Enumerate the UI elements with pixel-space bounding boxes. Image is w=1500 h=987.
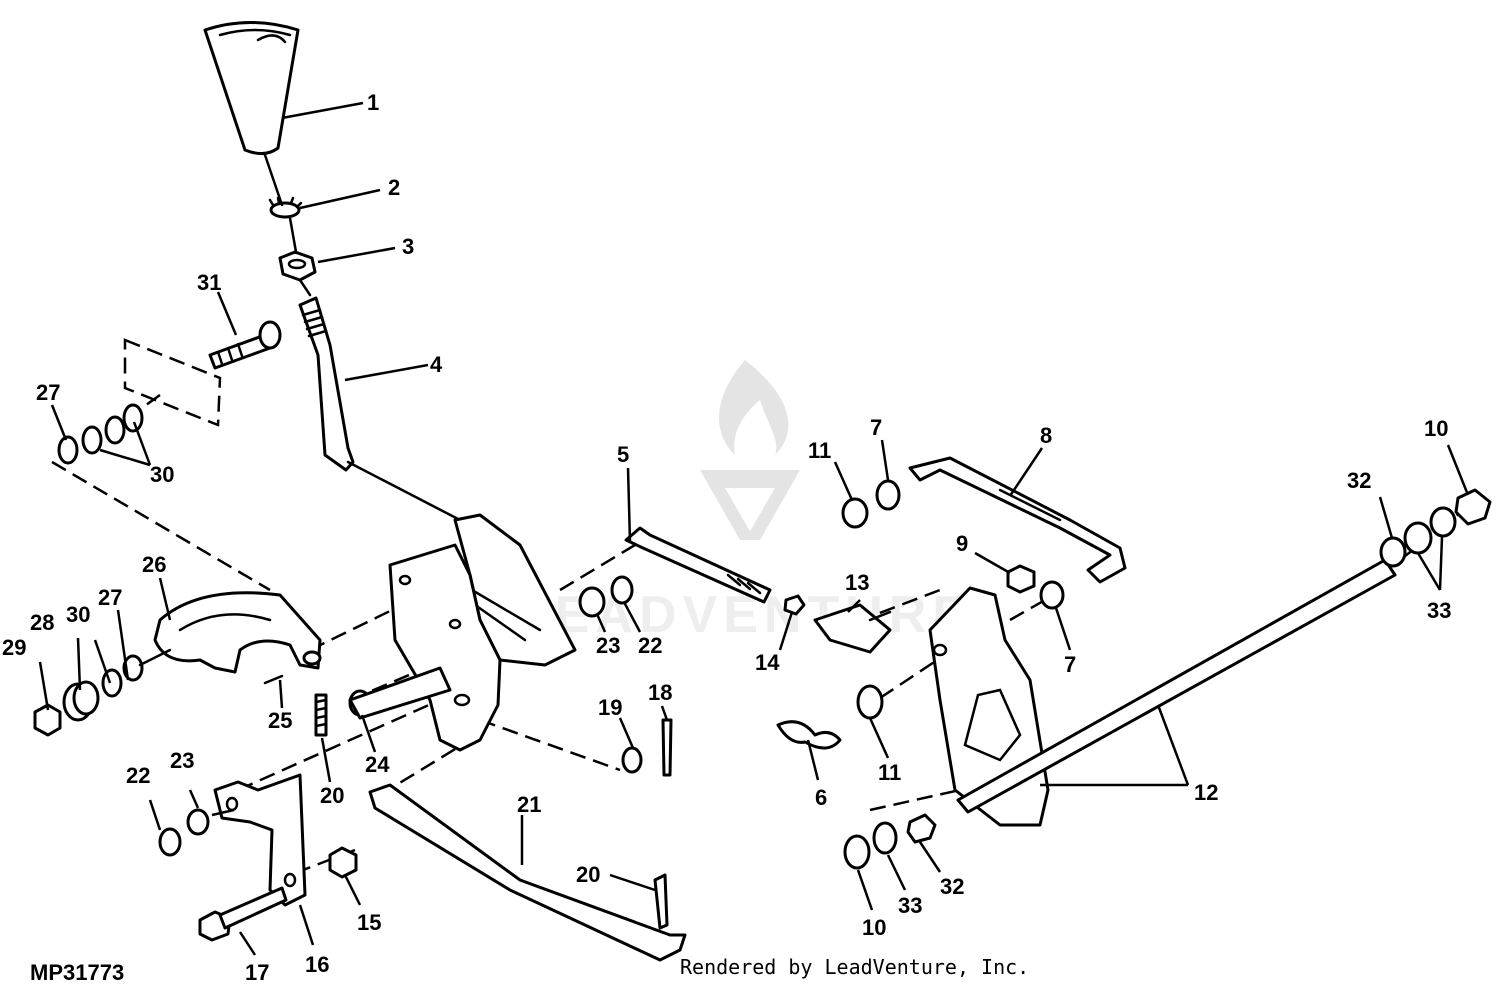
callout-6: 6: [815, 785, 827, 810]
part-8-rod: [908, 456, 1127, 584]
callout-21: 21: [517, 792, 541, 817]
callout-22b: 22: [126, 763, 150, 788]
part-22-ring-lower: [158, 827, 182, 857]
part-31-bolt: [208, 320, 282, 370]
part-5-rod: [624, 526, 806, 616]
callout-16: 16: [305, 952, 329, 977]
callout-3: 3: [402, 234, 414, 259]
part-23-22-upper: [578, 575, 634, 618]
callout-7b: 7: [1064, 652, 1076, 677]
callout-1: 1: [367, 90, 379, 115]
callout-24: 24: [365, 752, 390, 777]
part-3-nut: [278, 250, 317, 282]
callout-23b: 23: [170, 748, 194, 773]
callout-27a: 27: [36, 380, 60, 405]
lower-right-stack: [843, 684, 937, 870]
callout-27b: 27: [98, 585, 122, 610]
part-1-knob: [203, 21, 300, 155]
part-23-bushing-lower: [186, 808, 210, 836]
callout-17: 17: [245, 960, 269, 985]
part-20-spring: [314, 693, 328, 737]
part-2-lock-washer: [268, 196, 303, 219]
part-9-nut: [1006, 564, 1036, 594]
callout-20a: 20: [320, 783, 344, 808]
upper-washers: [57, 403, 144, 465]
part-25-pin: [263, 674, 284, 685]
callout-10a: 10: [1424, 416, 1448, 441]
part-21-rod: [368, 783, 687, 962]
callout-18: 18: [648, 680, 672, 705]
callout-15: 15: [357, 910, 381, 935]
part-13-clevis: [813, 603, 892, 654]
callout-2: 2: [388, 175, 400, 200]
callout-31: 31: [197, 270, 221, 295]
part-17-bolt: [198, 886, 288, 942]
callout-13: 13: [845, 570, 869, 595]
part-4-shift-lever: [298, 296, 462, 522]
leader-lines: [38, 101, 1470, 956]
part-7-bushing-lower: [1039, 580, 1065, 610]
callout-26: 26: [142, 552, 166, 577]
callout-23a: 23: [596, 633, 620, 658]
part-15-nut: [328, 846, 358, 879]
callout-30b: 30: [150, 462, 174, 487]
callout-11a: 11: [808, 438, 831, 463]
callout-12: 12: [1194, 780, 1218, 805]
callout-29: 29: [2, 635, 26, 660]
callout-32a: 32: [1347, 468, 1371, 493]
part-16-bracket: [213, 773, 307, 907]
right-stack: [1379, 488, 1492, 568]
part-6-clip: [776, 720, 842, 750]
part-11-washer-upper: [841, 497, 869, 529]
callout-4: 4: [430, 352, 443, 377]
part-26-quadrant: [153, 591, 322, 674]
callout-7a: 7: [870, 415, 882, 440]
callout-5: 5: [617, 442, 629, 467]
callout-20b: 20: [576, 862, 600, 887]
callout-30a: 30: [66, 602, 90, 627]
callout-10b: 10: [862, 915, 886, 940]
callout-22a: 22: [638, 633, 662, 658]
part-12-plate-shaft: [928, 558, 1397, 827]
callout-33a: 33: [1427, 598, 1451, 623]
diagram-code: MP31773: [30, 960, 124, 985]
callout-19: 19: [598, 695, 622, 720]
callout-32b: 32: [940, 874, 964, 899]
callout-25: 25: [268, 708, 292, 733]
part-24-bushing: [348, 666, 452, 720]
callout-9: 9: [956, 531, 968, 556]
render-credit: Rendered by LeadVenture, Inc.: [680, 955, 1029, 979]
callouts: 1 2 3 4 5 6 7 7 8 9 10 10 11 11 12 13 14…: [2, 90, 1451, 985]
callout-33b: 33: [898, 893, 922, 918]
part-18-pin: [661, 718, 673, 777]
main-bracket: [388, 513, 577, 752]
lower-stack: [33, 648, 172, 737]
callout-14: 14: [755, 650, 780, 675]
callout-8: 8: [1040, 423, 1052, 448]
part-7-bushing-upper: [875, 479, 901, 511]
callout-11b: 11: [878, 760, 901, 785]
part-19-washer: [621, 746, 643, 774]
callout-28: 28: [30, 610, 54, 635]
